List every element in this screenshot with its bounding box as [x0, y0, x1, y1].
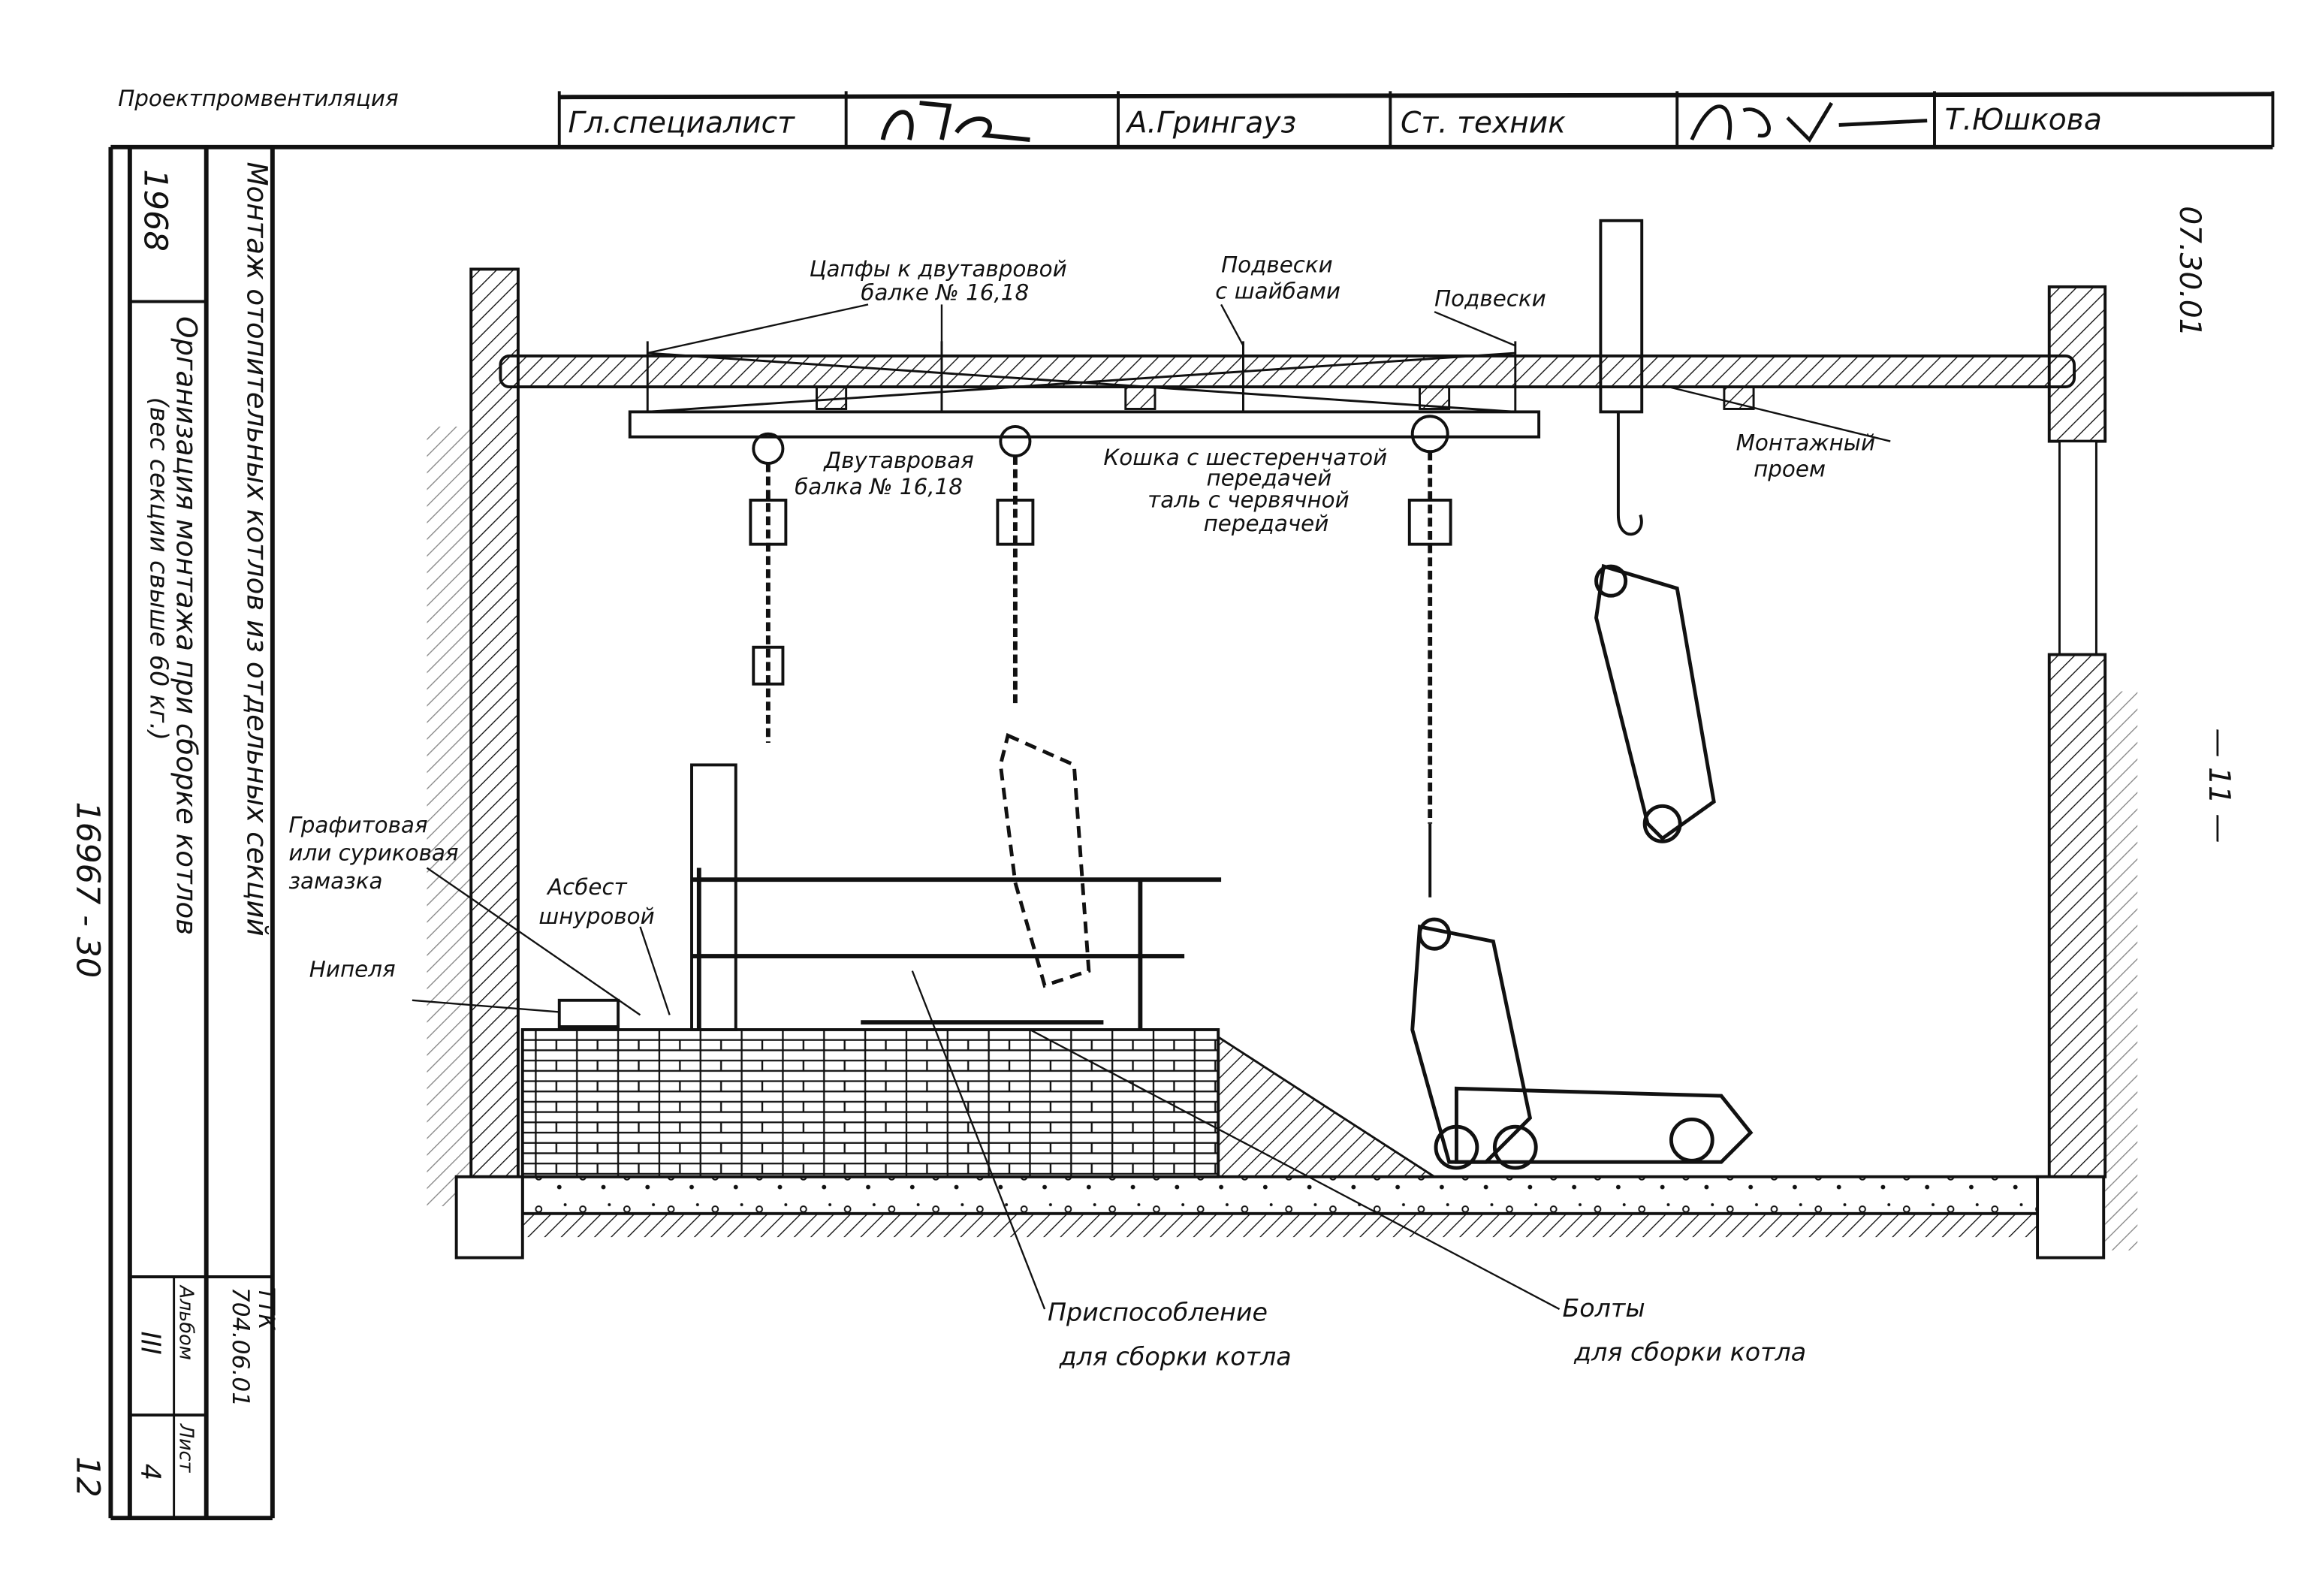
subsoil [522, 1213, 2038, 1238]
label-trolley: Кошка с шестеренчатой [1103, 445, 1387, 470]
sheet-label: Лист [174, 1423, 197, 1474]
sheet-code: 07.30.01 [2173, 206, 2206, 336]
label-hangers-washers-2: с шайбами [1215, 279, 1340, 304]
trolley-hoist [1407, 415, 1452, 898]
label-asbestos: Асбест [546, 874, 628, 900]
ceiling-structure [499, 341, 2076, 439]
label-hangers: Подвески [1434, 285, 1546, 311]
title-strip: Монтаж отопительных котлов из отдельных … [127, 146, 279, 1519]
ground-right [2105, 691, 2138, 1251]
signature-2 [1690, 101, 1928, 143]
brick-platform [520, 1028, 1220, 1178]
dashed-section [998, 732, 1091, 988]
sheet-value: 4 [135, 1464, 166, 1480]
hanging-section [1594, 563, 1716, 841]
floor-slab [520, 1175, 2054, 1215]
label-trunnions: Цапфы к двутавровой [810, 256, 1067, 282]
signature-1 [880, 101, 1030, 142]
label-hoist-2: передачей [1204, 511, 1329, 536]
label-ibeam-2: балка № 16,18 [795, 474, 963, 499]
archive-page: 12 [68, 1456, 106, 1498]
album-value: III [135, 1331, 166, 1354]
page-number: — 11 — [2202, 728, 2236, 843]
label-bolts: Болты [1562, 1293, 1645, 1323]
document-code: 704.06.01 [227, 1287, 254, 1407]
ramp [1217, 1035, 1439, 1178]
label-trunnions-2: балке № 16,18 [861, 280, 1029, 306]
window-opening [2058, 440, 2097, 656]
foundation-left [454, 1175, 524, 1260]
name-gringauz: А.Грингауз [1125, 106, 1297, 140]
organization-name: Проектпромвентиляция [118, 86, 398, 111]
i-beam [628, 410, 1541, 439]
ground-left [427, 426, 472, 1206]
label-putty-3: замазка [288, 868, 382, 894]
ceiling-slab [499, 354, 2076, 389]
role-chief-specialist: Гл.специалист [568, 106, 796, 140]
crane-hook [1599, 219, 1644, 536]
leader-lines [412, 303, 1891, 1311]
right-wall-lower [2047, 653, 2107, 1178]
drawing-subtitle-note: (вес секции свыше 60 кг.) [144, 397, 173, 741]
drawing-subtitle: Организация монтажа при сборке котлов [170, 316, 204, 935]
label-ibeam: Двутавровая [822, 448, 974, 473]
foundation-right [2036, 1175, 2106, 1260]
drawing-title: Монтаж отопительных котлов из отдельных … [241, 161, 274, 936]
boiler-sections [998, 563, 1754, 1170]
hoists [749, 219, 1644, 898]
nipples-box [557, 998, 620, 1029]
label-fixture-2: для сборки котла [1059, 1342, 1292, 1371]
label-hangers-washers: Подвески [1221, 252, 1333, 277]
role-senior-technician: Ст. техник [1401, 106, 1566, 140]
assembled-boiler [1455, 1086, 1754, 1164]
header-row: Проектпромвентиляция Гл.специалист А.Гри… [118, 86, 2273, 147]
code-prefix: ТТК [254, 1287, 279, 1331]
callouts: Цапфы к двутавровой балке № 16,18 Подвес… [288, 252, 1875, 1371]
label-putty: Графитовая [288, 813, 427, 838]
album-label: Альбом [174, 1284, 197, 1360]
label-fixture: Приспособление [1048, 1298, 1268, 1327]
label-hoist: таль с червячной [1147, 487, 1350, 513]
year: 1968 [136, 169, 173, 252]
label-asbestos-2: шнуровой [538, 904, 654, 929]
label-putty-2: или суриковая [288, 840, 458, 866]
name-yushkova: Т.Юшкова [1945, 103, 2102, 137]
label-trolley-2: передачей [1207, 465, 1332, 490]
archive-number: 16967 - 30 [68, 801, 106, 978]
sheet-frame [108, 91, 2275, 1521]
label-opening: Монтажный [1736, 430, 1876, 455]
label-bolts-2: для сборки котла [1573, 1338, 1806, 1367]
assembly-fixture [520, 763, 1439, 1178]
hoist-2 [996, 425, 1035, 707]
building-section [427, 267, 2138, 1260]
label-opening-2: проем [1754, 457, 1826, 482]
label-nipples: Нипеля [309, 956, 396, 982]
left-wall [469, 267, 520, 1178]
hoist-1 [749, 432, 788, 744]
